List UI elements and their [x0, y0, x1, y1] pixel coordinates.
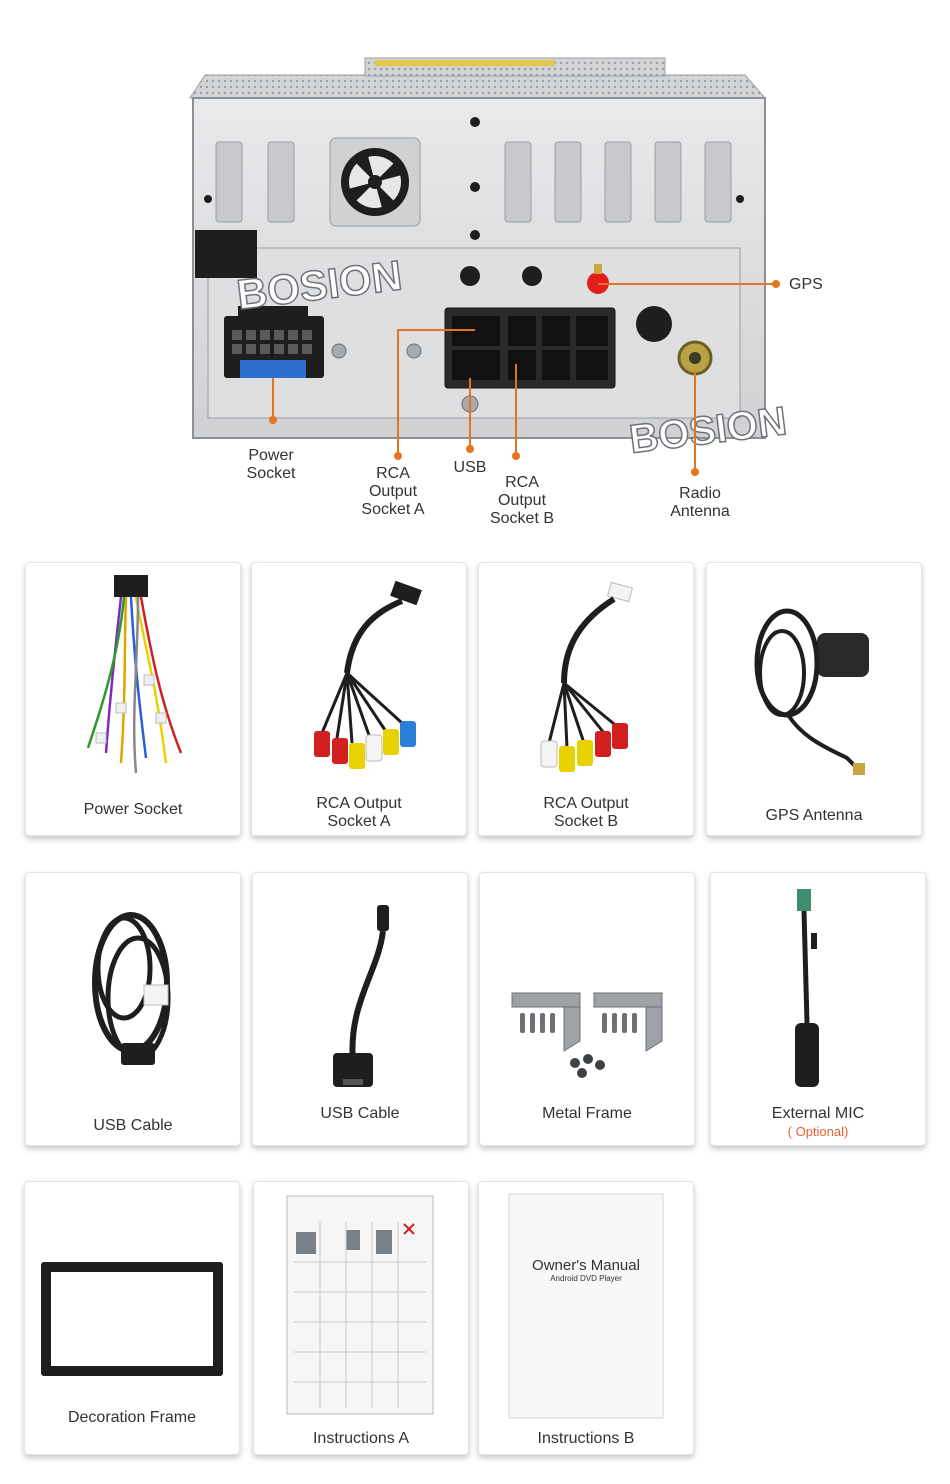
accessory-card-instructions-a: Instructions A — [253, 1181, 469, 1455]
decoration-frame-icon — [41, 1262, 223, 1376]
metal-frame-icon — [511, 992, 663, 1078]
optional-note: ( Optional) — [787, 1124, 849, 1139]
accessory-card-decoration-frame: Decoration Frame — [24, 1181, 240, 1455]
manual-title: Owner's Manual — [532, 1257, 640, 1274]
accessory-card-metal-frame: Metal Frame — [479, 872, 695, 1146]
accessory-card-rca-output-a: RCA Output Socket A — [251, 562, 467, 836]
callout-rca-output-a: RCA Output Socket A — [361, 465, 425, 518]
device-back-panel-illustration: BOSION BOSION — [189, 57, 790, 476]
accessory-label: Instructions B — [537, 1430, 635, 1447]
accessory-label: USB Cable — [93, 1117, 173, 1134]
usb-extension-cable-icon — [92, 912, 171, 1065]
owners-manual-icon — [508, 1193, 664, 1419]
accessory-card-usb-short-cable: USB Cable — [252, 872, 468, 1146]
accessory-label: Metal Frame — [542, 1105, 632, 1122]
accessory-card-rca-output-b: RCA Output Socket B — [478, 562, 694, 836]
accessory-label: GPS Antenna — [765, 807, 863, 824]
accessory-label: RCA Output Socket B — [543, 795, 629, 830]
device-back-panel-section: BOSION BOSION GPS Power Socket RCA Outpu… — [0, 0, 950, 545]
usb-short-cable-icon — [333, 905, 389, 1087]
accessory-label: External MIC — [771, 1105, 865, 1122]
accessory-label: USB Cable — [320, 1105, 400, 1122]
instruction-sheet-icon — [286, 1195, 434, 1415]
callout-power-socket: Power Socket — [246, 447, 296, 482]
callout-gps: GPS — [789, 276, 823, 293]
accessory-label: Power Socket — [83, 801, 183, 818]
rca-cable-b-icon — [540, 581, 634, 772]
microphone-cable-icon — [795, 889, 819, 1087]
accessory-card-usb-extension-cable: USB Cable — [25, 872, 241, 1146]
rca-cable-a-icon — [314, 580, 422, 769]
accessory-card-instructions-b: Owner's Manual Android DVD Player Instru… — [478, 1181, 694, 1455]
accessory-card-gps-antenna: GPS Antenna — [706, 562, 922, 836]
accessory-card-power-socket: Power Socket — [25, 562, 241, 836]
callout-usb: USB — [453, 459, 487, 476]
accessory-label: RCA Output Socket A — [316, 795, 402, 830]
accessory-label: Instructions A — [312, 1430, 410, 1447]
wiring-harness-icon — [86, 575, 183, 774]
gps-antenna-icon — [754, 608, 869, 775]
manual-subtitle: Android DVD Player — [550, 1274, 622, 1283]
callout-rca-output-b: RCA Output Socket B — [489, 474, 555, 527]
accessory-label: Decoration Frame — [67, 1409, 197, 1426]
callout-radio-antenna: Radio Antenna — [670, 485, 730, 520]
accessory-card-external-mic: External MIC ( Optional) — [710, 872, 926, 1146]
